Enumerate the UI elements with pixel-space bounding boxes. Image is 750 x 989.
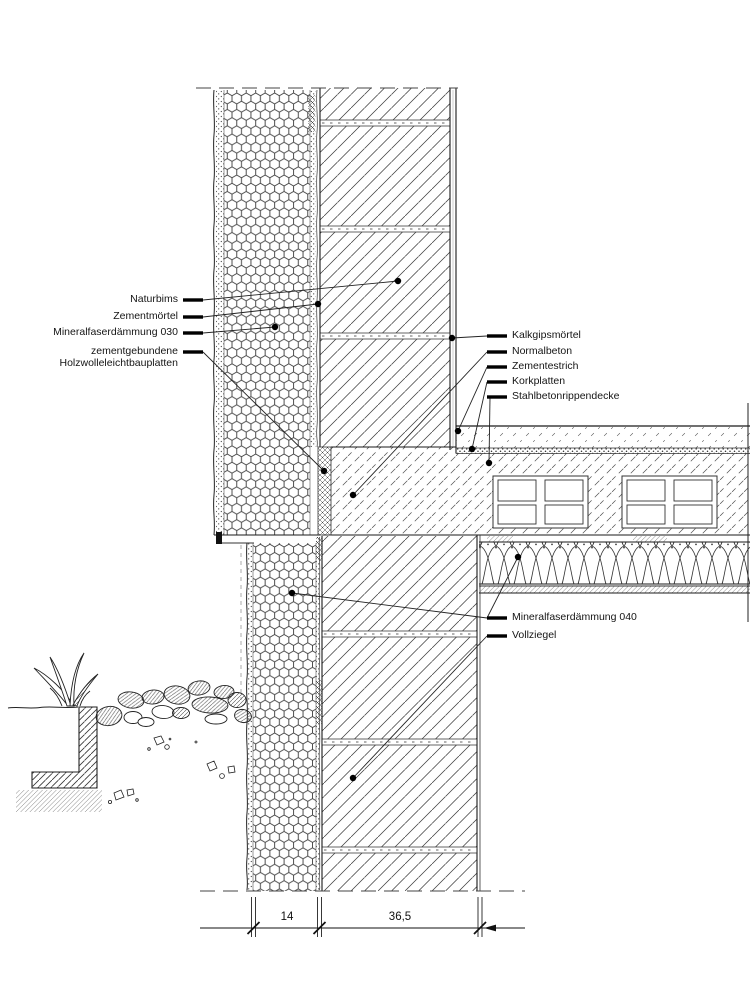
label-naturbims: Naturbims [130, 293, 178, 305]
dimension-arrow [484, 924, 496, 932]
masonry-bed-joint [320, 119, 450, 127]
label-holzwolle-line2: Holzwolleleichtbauplatten [59, 357, 179, 369]
soil-hatch [16, 790, 102, 812]
lower-render-face-line [246, 542, 248, 891]
hollow-block-group [621, 475, 718, 529]
cork-layer [456, 448, 750, 454]
dimension-line [200, 897, 525, 937]
concrete-curb [31, 706, 98, 789]
scattered-pebbles [108, 735, 236, 805]
masonry-bed-joint [320, 332, 450, 340]
hollow-block-group [492, 475, 589, 529]
upper-masonry-naturbims [320, 88, 450, 447]
lower-wall-section [200, 532, 525, 892]
ceiling-plaster-band [479, 586, 750, 593]
label-stahlbetonrippendecke: Stahlbetonrippendecke [512, 390, 620, 402]
woodwool-edge-board [317, 446, 332, 536]
plant [33, 652, 99, 707]
leader-dots [271, 277, 522, 782]
label-tick-marks [183, 298, 507, 638]
label-mineralfaserdaemmung-030: Mineralfaserdämmung 030 [53, 326, 178, 338]
mortar-crosshatch-patch [308, 95, 315, 132]
dimension-insulation-width: 14 [280, 911, 294, 923]
screed-band [456, 426, 750, 448]
label-normalbeton: Normalbeton [512, 345, 573, 357]
label-zementestrich: Zementestrich [512, 360, 579, 372]
masonry-bed-joint [322, 846, 477, 854]
label-holzwolle-line1: zementgebundene [91, 345, 178, 357]
upper-insulation-band [224, 90, 310, 535]
masonry-bed-joint [322, 630, 477, 638]
label-vollziegel: Vollziegel [512, 629, 557, 641]
ground-line [7, 706, 79, 709]
ceiling-insulation-band [479, 542, 750, 584]
rock-pile [95, 680, 252, 727]
masonry-bed-joint [322, 738, 477, 746]
masonry-bed-joint [320, 225, 450, 233]
dimension-wall-width: 36,5 [388, 911, 412, 923]
outer-render-face-line [213, 89, 215, 536]
label-zementmoertel: Zementmörtel [113, 310, 178, 322]
sealing-strip [216, 532, 222, 544]
terrain-detail [7, 652, 252, 812]
label-mineralfaserdaemmung-040: Mineralfaserdämmung 040 [512, 611, 637, 623]
lower-masonry-vollziegel [322, 536, 477, 891]
outer-render-band [216, 90, 224, 535]
label-kalkgipsmoertel: Kalkgipsmörtel [512, 329, 581, 341]
leader-lines [202, 280, 519, 779]
floor-slab-section [317, 403, 750, 622]
upper-mortar-strip [310, 90, 316, 447]
label-korkplatten: Korkplatten [512, 375, 566, 387]
lower-insulation-band [253, 543, 316, 891]
